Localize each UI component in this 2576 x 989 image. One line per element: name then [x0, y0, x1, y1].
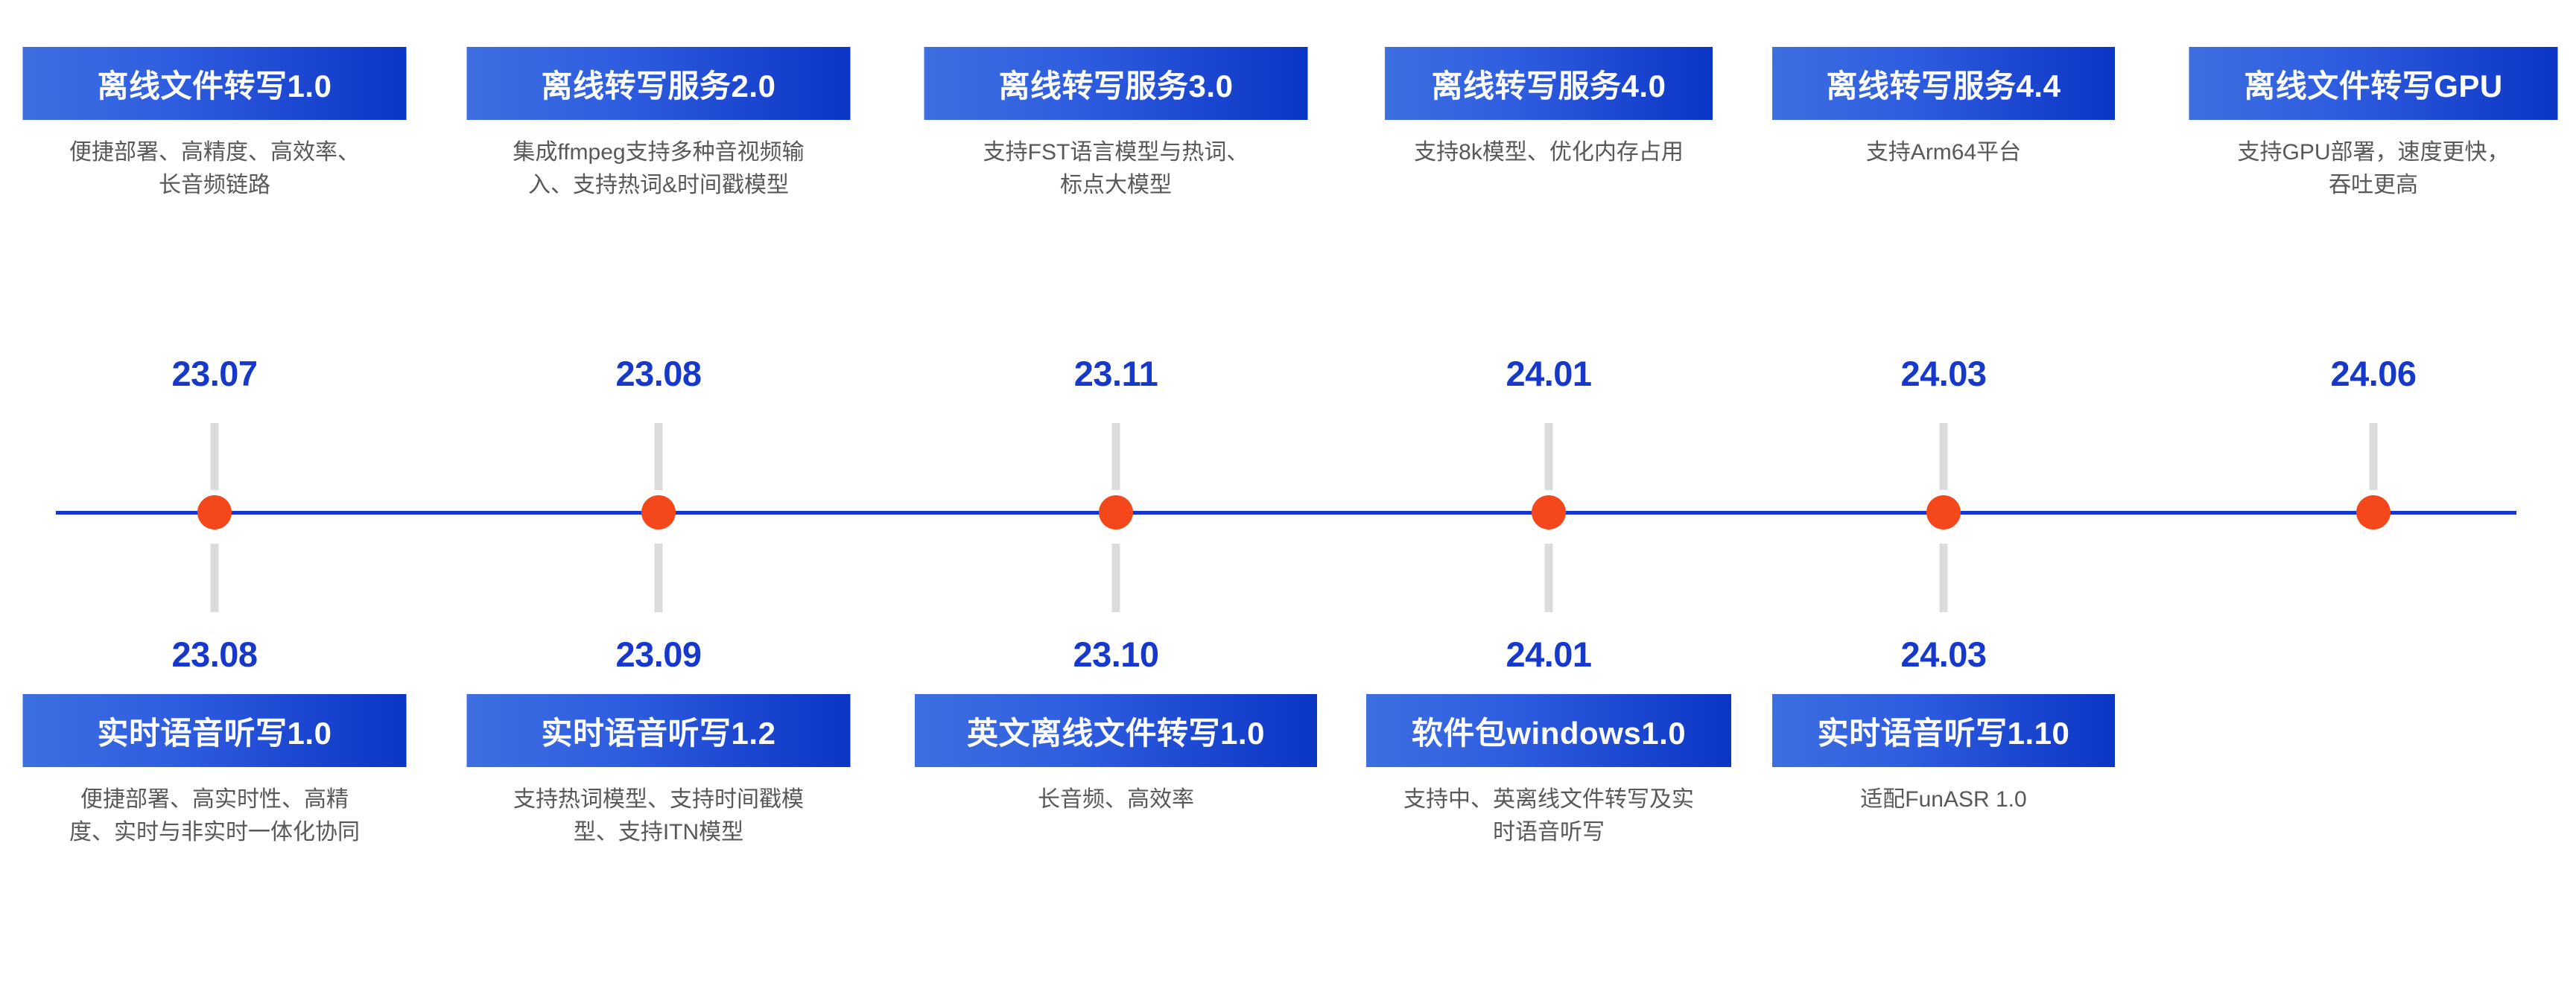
- timeline-event-title: 实时语音听写1.10: [1772, 694, 2115, 767]
- timeline-event-card[interactable]: 实时语音听写1.2 支持热词模型、支持时间戳模型、支持ITN模型: [466, 694, 851, 848]
- timeline-event-description-line: 时语音听写: [1493, 819, 1605, 845]
- timeline-event-description-line: 支持FST语言模型与热词、: [983, 140, 1249, 165]
- timeline-event-description-line: 便捷部署、高精度、高效率、: [69, 140, 360, 165]
- timeline-date-label: 24.01: [1506, 354, 1592, 393]
- timeline-date-label: 24.06: [2330, 354, 2417, 393]
- timeline-date-label: 23.07: [171, 354, 258, 393]
- timeline-event-title: 实时语音听写1.0: [22, 694, 407, 767]
- timeline-axis: [56, 511, 2516, 515]
- timeline-date-label: 24.03: [1900, 354, 1987, 393]
- timeline-event-description-line: 适配FunASR 1.0: [1860, 787, 2027, 812]
- timeline-event-title: 离线转写服务4.0: [1385, 47, 1713, 120]
- timeline-event-description-line: 支持Arm64平台: [1865, 140, 2022, 165]
- timeline-event-card[interactable]: 离线转写服务2.0 集成ffmpeg支持多种音视频输入、支持热词&时间戳模型: [466, 47, 851, 201]
- timeline-event-description-line: 支持8k模型、优化内存占用: [1414, 140, 1684, 165]
- timeline-event-title: 离线转写服务4.4: [1772, 47, 2115, 120]
- timeline-event-description: 便捷部署、高实时性、高精度、实时与非实时一体化协同: [23, 783, 407, 848]
- timeline-stem-up: [1544, 423, 1553, 490]
- timeline-stem-down: [1939, 544, 1948, 612]
- timeline-event-title: 离线转写服务3.0: [924, 47, 1308, 120]
- timeline-event-description: 支持8k模型、优化内存占用: [1385, 136, 1713, 169]
- timeline-event-card[interactable]: 软件包windows1.0 支持中、英离线文件转写及实时语音听写: [1366, 694, 1731, 848]
- timeline-stem-up: [210, 423, 219, 490]
- timeline-date-label: 23.11: [1073, 354, 1158, 393]
- timeline-node[interactable]: [1099, 495, 1133, 530]
- timeline-event-description-line: 支持中、英离线文件转写及实: [1403, 787, 1694, 812]
- timeline-event-description-line: 长音频链路: [159, 172, 270, 197]
- timeline-event-description-line: 度、实时与非实时一体化协同: [69, 819, 360, 845]
- timeline-event-description: 适配FunASR 1.0: [1772, 783, 2115, 816]
- timeline-date-label: 24.03: [1900, 635, 1987, 674]
- timeline-event-description-line: 吞吐更高: [2329, 172, 2418, 197]
- timeline-event-card[interactable]: 离线文件转写1.0 便捷部署、高精度、高效率、长音频链路: [22, 47, 407, 201]
- timeline-event-card[interactable]: 实时语音听写1.0 便捷部署、高实时性、高精度、实时与非实时一体化协同: [22, 694, 407, 848]
- timeline-event-description-line: 集成ffmpeg支持多种音视频输: [513, 140, 805, 165]
- timeline-node[interactable]: [197, 495, 232, 530]
- timeline-date-label: 23.10: [1073, 635, 1159, 674]
- timeline-stem-down: [210, 544, 219, 612]
- timeline-event-card[interactable]: 英文离线文件转写1.0 长音频、高效率: [915, 694, 1317, 816]
- timeline-node[interactable]: [2356, 495, 2391, 530]
- timeline-event-description: 集成ffmpeg支持多种音视频输入、支持热词&时间戳模型: [467, 136, 851, 201]
- timeline-event-description: 长音频、高效率: [915, 783, 1317, 816]
- timeline-stem-down: [654, 544, 663, 612]
- timeline-event-description-line: 支持GPU部署，速度更快，: [2237, 140, 2510, 165]
- timeline-event-title: 离线文件转写GPU: [2189, 47, 2558, 120]
- timeline-event-description-line: 标点大模型: [1060, 172, 1172, 197]
- timeline-date-label: 23.08: [171, 635, 258, 674]
- timeline-event-description: 支持GPU部署，速度更快， 吞吐更高: [2189, 136, 2558, 201]
- timeline-node[interactable]: [1926, 495, 1961, 530]
- timeline-event-title: 实时语音听写1.2: [466, 694, 851, 767]
- timeline-event-card[interactable]: 离线转写服务3.0 支持FST语言模型与热词、标点大模型: [924, 47, 1308, 201]
- timeline-stem-down: [1544, 544, 1553, 612]
- timeline-event-description-line: 便捷部署、高实时性、高精: [80, 787, 349, 812]
- timeline-event-title: 软件包windows1.0: [1366, 694, 1731, 767]
- timeline-event-title: 英文离线文件转写1.0: [915, 694, 1317, 767]
- timeline-event-description: 支持热词模型、支持时间戳模型、支持ITN模型: [467, 783, 851, 848]
- timeline-event-card[interactable]: 离线转写服务4.0 支持8k模型、优化内存占用: [1385, 47, 1713, 169]
- timeline-stem-up: [654, 423, 663, 490]
- timeline-event-description: 支持FST语言模型与热词、标点大模型: [924, 136, 1308, 201]
- timeline-stem-up: [1939, 423, 1948, 490]
- timeline-date-label: 23.08: [615, 354, 702, 393]
- timeline-event-card[interactable]: 离线文件转写GPU 支持GPU部署，速度更快， 吞吐更高: [2189, 47, 2558, 201]
- timeline-stem-down: [1111, 544, 1120, 612]
- timeline-stem-up: [2369, 423, 2378, 490]
- timeline-event-card[interactable]: 实时语音听写1.10 适配FunASR 1.0: [1772, 694, 2115, 816]
- timeline-event-description-line: 支持热词模型、支持时间戳模: [513, 787, 804, 812]
- timeline-event-description-line: 长音频、高效率: [1038, 787, 1194, 812]
- timeline-date-label: 23.09: [615, 635, 702, 674]
- timeline-node[interactable]: [1532, 495, 1566, 530]
- timeline-event-description: 便捷部署、高精度、高效率、长音频链路: [23, 136, 407, 201]
- timeline-node[interactable]: [641, 495, 676, 530]
- timeline-event-title: 离线文件转写1.0: [22, 47, 407, 120]
- timeline-stem-up: [1111, 423, 1120, 490]
- timeline-event-title: 离线转写服务2.0: [466, 47, 851, 120]
- timeline-event-description-line: 入、支持热词&时间戳模型: [527, 172, 789, 197]
- timeline-event-description: 支持中、英离线文件转写及实时语音听写: [1366, 783, 1731, 848]
- timeline-event-description: 支持Arm64平台: [1772, 136, 2115, 169]
- timeline-event-card[interactable]: 离线转写服务4.4 支持Arm64平台: [1772, 47, 2115, 169]
- timeline-event-description-line: 型、支持ITN模型: [573, 819, 744, 845]
- timeline-date-label: 24.01: [1506, 635, 1592, 674]
